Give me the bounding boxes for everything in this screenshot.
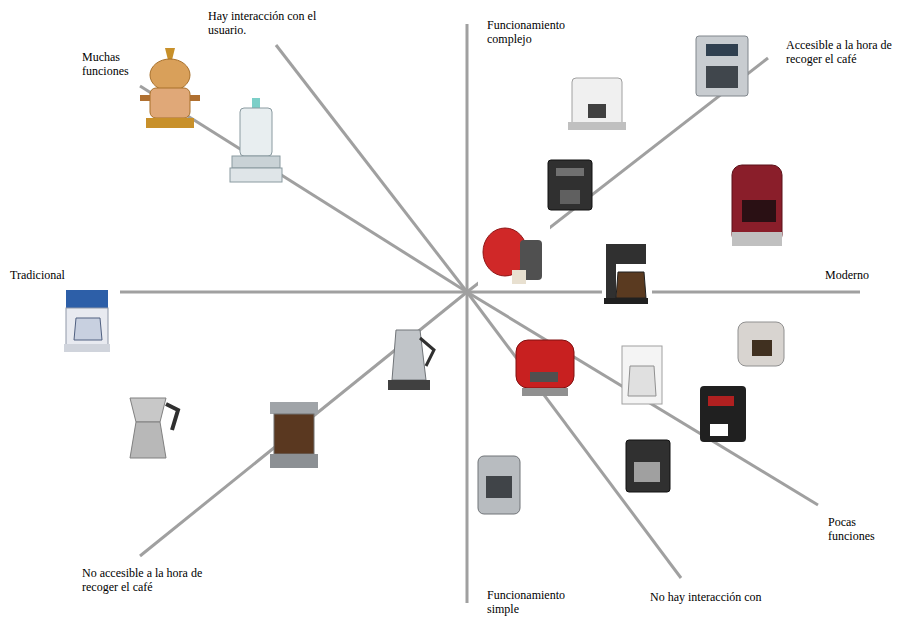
glass-espresso-machine (230, 98, 282, 182)
axis-label: Moderno (825, 268, 905, 282)
dark-red-capsule-machine (732, 165, 782, 246)
glass-coffee-maker (270, 402, 318, 468)
grey-capsule-machine (738, 322, 784, 366)
copper-espresso-machine (140, 48, 200, 128)
axis-lines (120, 24, 860, 603)
moka-pot (130, 398, 178, 458)
axis-label: Hay interacción con el usuario. (208, 9, 348, 37)
axis-label: No accesible a la hora de recoger el caf… (82, 566, 232, 594)
red-capsule-machine (478, 222, 550, 290)
axis-label: Muchas funciones (82, 50, 144, 78)
electric-moka (388, 330, 434, 390)
silver-combo-machine (478, 456, 520, 514)
axis-label: Accesible a la hora de recoger el café (786, 38, 904, 66)
black-red-espresso-machine (700, 386, 746, 442)
black-automatic-machine (548, 160, 592, 210)
silver-automatic-machine (696, 36, 748, 96)
white-blue-drip-machine (64, 290, 110, 352)
axis-label: Tradicional (10, 268, 100, 282)
axis-label: Funcionamiento simple (487, 588, 597, 616)
axis-label: Funcionamiento complejo (487, 18, 597, 46)
axis-label: No hay interacción con (650, 590, 780, 604)
red-espresso-machine (516, 340, 574, 396)
axis-label: Pocas funciones (828, 515, 890, 543)
black-drip-machine (602, 244, 652, 306)
white-automatic-machine (568, 78, 626, 130)
white-drip-machine (622, 346, 662, 404)
black-espresso-machine (626, 440, 670, 492)
